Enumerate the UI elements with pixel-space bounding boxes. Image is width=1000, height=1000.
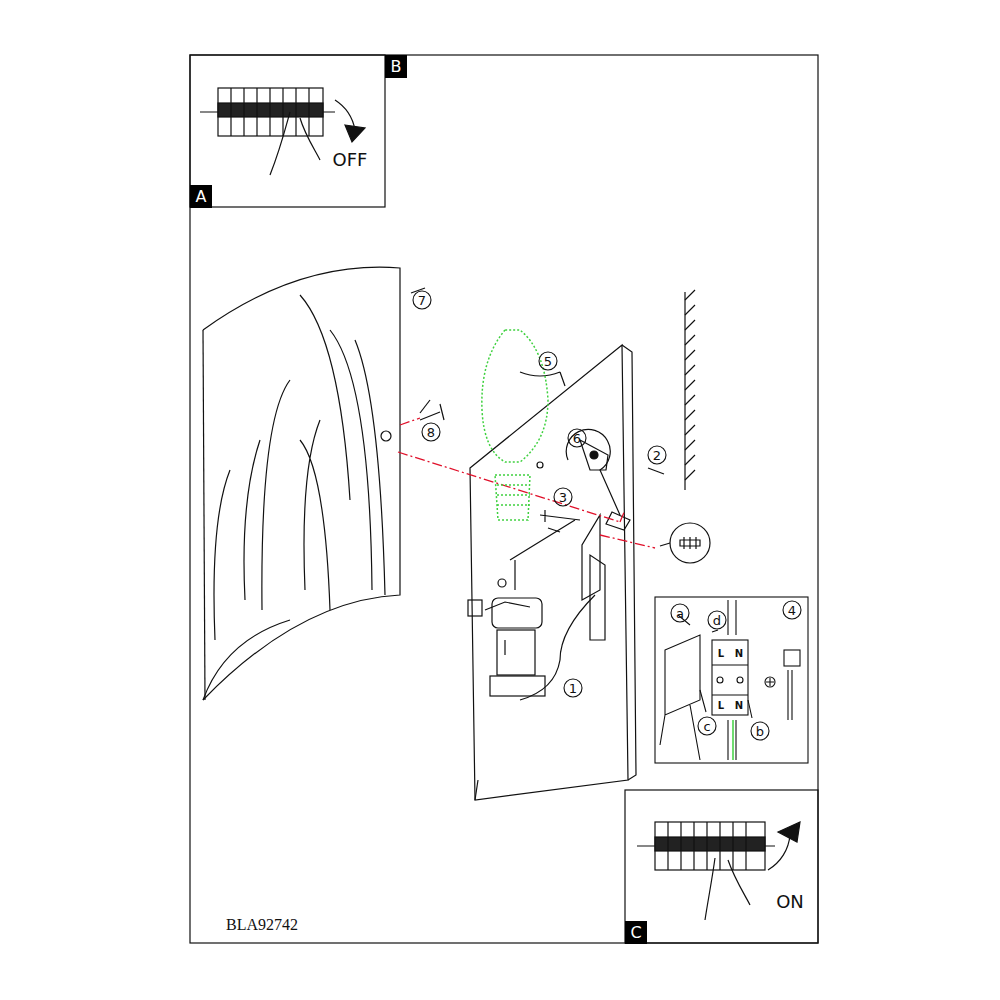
back-plate	[468, 345, 636, 800]
model-number: BLA92742	[226, 917, 298, 933]
arrow-2	[648, 468, 664, 474]
step-letter: d	[713, 614, 721, 627]
panel-off	[190, 55, 385, 207]
breaker-row	[637, 822, 800, 920]
terminal-mark: N	[735, 649, 743, 659]
step-letter: C	[625, 921, 647, 944]
callout-number: 8	[427, 426, 435, 439]
callout-number: 6	[573, 432, 581, 445]
arrow-3	[548, 528, 560, 532]
callout-number: 2	[653, 449, 661, 462]
terminal-mark: L	[718, 649, 724, 659]
callout-number: 1	[569, 682, 577, 695]
bulb	[482, 330, 548, 520]
step-letter: a	[676, 607, 684, 620]
alignment-line	[398, 418, 655, 548]
step-letter-text: C	[630, 923, 641, 942]
outer-frame	[190, 55, 818, 943]
switch-state: ON	[776, 893, 804, 911]
green-wire	[732, 720, 734, 760]
step-letter: A	[190, 185, 212, 208]
arrow-5	[520, 372, 565, 386]
switch-state: OFF	[333, 151, 368, 169]
screw	[420, 404, 444, 420]
callout-number: 7	[418, 294, 426, 307]
wall-plug	[660, 523, 710, 563]
step-letter: b	[756, 725, 764, 738]
callout-number: 5	[544, 355, 552, 368]
step-letter: B	[385, 55, 407, 78]
callout-number: 3	[559, 491, 567, 504]
screw	[540, 510, 580, 522]
glass-shade	[203, 267, 400, 700]
callout-circles	[413, 291, 801, 740]
step-letter-text: B	[391, 57, 402, 76]
step-letter-text: A	[196, 187, 207, 206]
terminal-mark: L	[718, 701, 724, 711]
wiring-inset	[655, 597, 808, 763]
arrow-8	[420, 400, 430, 413]
callout-number: 4	[788, 604, 796, 617]
panel-on	[625, 790, 818, 943]
terminal-mark: N	[735, 701, 743, 711]
step-letter: c	[703, 720, 710, 733]
wall	[685, 290, 695, 490]
